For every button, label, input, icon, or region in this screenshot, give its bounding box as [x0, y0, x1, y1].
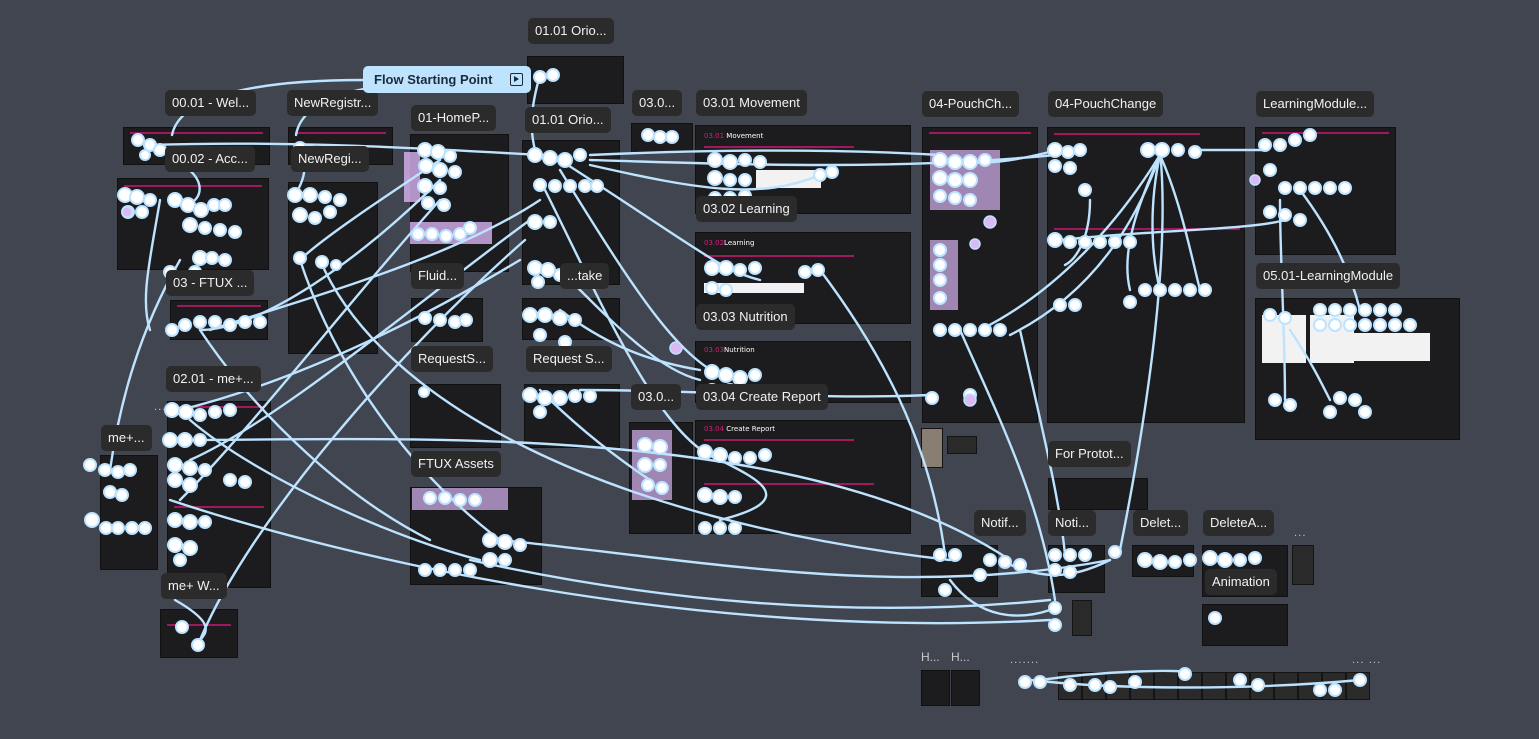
frame-title-ftuxassets[interactable]: FTUX Assets: [411, 451, 501, 477]
frame-title-requests1[interactable]: RequestS...: [411, 346, 493, 372]
frame-title-meplus1[interactable]: 02.01 - me+...: [166, 366, 261, 392]
frame-title-ftux[interactable]: 03 - FTUX ...: [166, 270, 255, 296]
frame-title-mew[interactable]: me+ W...: [161, 573, 227, 599]
frame-title-meplus2[interactable]: me+...: [101, 425, 152, 451]
frame-title-h1[interactable]: H...: [921, 650, 940, 664]
frame-title-learnmod2[interactable]: 05.01-LearningModule: [1256, 263, 1401, 289]
tag-num: 03.02: [704, 239, 725, 247]
flow-start-label: Flow Starting Point: [374, 72, 493, 87]
frame-title-welcome[interactable]: 00.01 - Wel...: [165, 90, 257, 116]
frame-title-report[interactable]: 03.04 Create Report: [696, 384, 828, 410]
play-icon[interactable]: [510, 73, 523, 86]
thumb-row[interactable]: [1154, 672, 1178, 700]
frame-h1[interactable]: [921, 670, 950, 706]
tag-text: Learning: [724, 239, 755, 247]
frame-title-learning[interactable]: 03.02 Learning: [696, 196, 797, 222]
frame-title-nutrition[interactable]: 03.03 Nutrition: [696, 304, 795, 330]
tag-num: 03.04: [704, 425, 725, 433]
frame-title-orio-mid[interactable]: 01.01 Orio...: [525, 107, 611, 133]
frame-title-acc[interactable]: 00.02 - Acc...: [165, 146, 255, 172]
frame-title-intake[interactable]: ...take: [560, 263, 610, 289]
frame-title-movement[interactable]: 03.01 Movement: [696, 90, 807, 116]
thumb-small[interactable]: [1072, 600, 1092, 636]
frame-title-learnmod[interactable]: LearningModule...: [1256, 91, 1375, 117]
flow-starting-point[interactable]: Flow Starting Point: [363, 66, 531, 93]
tag-text: Nutrition: [724, 346, 755, 354]
frame-title-newregi[interactable]: NewRegi...: [291, 146, 369, 172]
thumb-small[interactable]: [947, 436, 977, 454]
frame-h2[interactable]: [951, 670, 980, 706]
frame-title-pouch2[interactable]: 04-PouchChange: [1048, 91, 1164, 117]
frame-title-newreg[interactable]: NewRegistr...: [287, 90, 379, 116]
frame-title-h2[interactable]: H...: [951, 650, 970, 664]
frame-title-fluid[interactable]: Fluid...: [411, 263, 465, 289]
ellipsis-label: ...: [1294, 528, 1307, 539]
thumb-small[interactable]: [1292, 545, 1314, 585]
frame-title-030[interactable]: 03.0...: [632, 90, 683, 116]
frame-title-protot[interactable]: For Protot...: [1048, 441, 1131, 467]
thumb-row[interactable]: [1202, 672, 1226, 700]
frame-title-homep[interactable]: 01-HomeP...: [411, 105, 497, 131]
ellipsis-label: ...: [154, 402, 167, 413]
ellipsis-label: .......: [1010, 655, 1040, 666]
tag-text: Create Report: [726, 425, 775, 433]
frame-title-030b[interactable]: 03.0...: [631, 384, 682, 410]
frame-title-orio-top[interactable]: 01.01 Orio...: [528, 18, 614, 44]
hotspot-strip: [404, 152, 420, 202]
frame-title-animation[interactable]: Animation: [1205, 569, 1277, 595]
frame-title-pouch1[interactable]: 04-PouchCh...: [922, 91, 1020, 117]
frame-animation[interactable]: [1202, 604, 1288, 646]
tag-text: Movement: [726, 132, 764, 140]
tag-num: 03.01: [704, 132, 725, 140]
thumb-small[interactable]: [921, 428, 943, 468]
ellipsis-label: ... ...: [1352, 655, 1382, 666]
frame-title-notif2[interactable]: Noti...: [1048, 510, 1096, 536]
frame-title-notif1[interactable]: Notif...: [974, 510, 1026, 536]
tag-num: 03.03: [704, 346, 725, 354]
frame-title-delete2[interactable]: DeleteA...: [1203, 510, 1275, 536]
frame-title-requests2[interactable]: Request S...: [526, 346, 612, 372]
frame-title-delete1[interactable]: Delet...: [1133, 510, 1189, 536]
